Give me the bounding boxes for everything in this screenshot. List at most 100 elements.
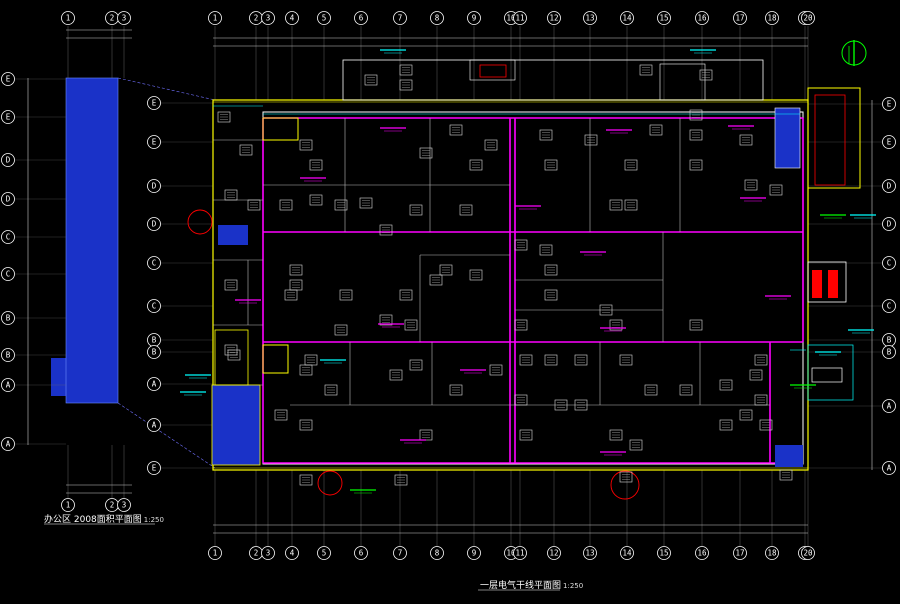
equipment-panel [469, 269, 483, 281]
svg-text:7: 7 [398, 14, 403, 23]
axis-bubble-left: B [1, 311, 15, 325]
svg-text:A: A [887, 402, 892, 411]
equipment-panel [584, 134, 598, 146]
axis-bubble-bottom: 7 [393, 546, 407, 560]
svg-text:E: E [6, 113, 11, 122]
axis-bubble-top: 12 [547, 11, 561, 25]
svg-text:B: B [6, 351, 11, 360]
equipment-panel [334, 199, 348, 211]
equipment-panel [429, 274, 443, 286]
axis-bubble-bottom: 9 [467, 546, 481, 560]
axis-bubble-right: B [882, 333, 896, 347]
equipment-panel [769, 184, 783, 196]
equipment-panel [539, 129, 553, 141]
equipment-panel [309, 159, 323, 171]
equipment-panel [639, 64, 653, 76]
axis-bubble-west: E [147, 461, 161, 475]
svg-text:10: 10 [506, 14, 516, 23]
svg-text:A: A [152, 380, 157, 389]
axis-bubble-bottom: 17 [733, 546, 747, 560]
equipment-panel [754, 354, 768, 366]
axis-bubble-bottom: 16 [695, 546, 709, 560]
svg-text:14: 14 [622, 14, 632, 23]
svg-text:5: 5 [322, 549, 327, 558]
axis-bubble-right: C [882, 256, 896, 270]
equipment-panel [324, 384, 338, 396]
equipment-panel [399, 64, 413, 76]
axis-bubble-left: E [1, 72, 15, 86]
equipment-panel [519, 429, 533, 441]
svg-text:D: D [887, 220, 892, 229]
axis-bubble-top: 1 [208, 11, 222, 25]
svg-text:9: 9 [472, 549, 477, 558]
equipment-panel [699, 69, 713, 81]
axis-bubble-top: 13 [583, 11, 597, 25]
svg-text:B: B [6, 314, 11, 323]
equipment-panel [379, 224, 393, 236]
north-arrow-icon [841, 40, 867, 66]
svg-text:B: B [887, 336, 892, 345]
equipment-panel [299, 474, 313, 486]
equipment-panel [544, 159, 558, 171]
svg-text:A: A [887, 464, 892, 473]
axis-bubble-top: 6 [354, 11, 368, 25]
svg-text:1: 1 [213, 14, 218, 23]
svg-text:11: 11 [515, 14, 524, 23]
axis-bubble-west: B [147, 345, 161, 359]
axis-bubble-right: A [882, 399, 896, 413]
axis-bubble-right: C [882, 299, 896, 313]
axis-bubble-right: E [882, 135, 896, 149]
svg-text:3: 3 [266, 14, 271, 23]
equipment-panel [739, 409, 753, 421]
equipment-panel [759, 419, 773, 431]
axis-bubble-top: 9 [467, 11, 481, 25]
equipment-symbols [217, 64, 793, 486]
svg-text:13: 13 [585, 14, 594, 23]
svg-text:1: 1 [66, 501, 71, 510]
detail-markers [187, 209, 640, 500]
svg-text:4: 4 [290, 549, 295, 558]
axis-bubble-right: D [882, 179, 896, 193]
equipment-panel [489, 364, 503, 376]
svg-text:18: 18 [767, 549, 777, 558]
svg-text:9: 9 [472, 14, 477, 23]
axis-bubble-left: A [1, 378, 15, 392]
axis-bubble-left: D [1, 192, 15, 206]
axis-bubble-top: 16 [695, 11, 709, 25]
equipment-panel [399, 79, 413, 91]
equipment-panel [689, 109, 703, 121]
equipment-panel [719, 379, 733, 391]
axis-bubble-top: 20 [801, 11, 815, 25]
axis-bubble-bottom: 2 [249, 546, 263, 560]
svg-text:C: C [152, 302, 157, 311]
equipment-panel [239, 144, 253, 156]
equipment-panel [544, 289, 558, 301]
east-annex [479, 64, 861, 401]
axis-bubble-left: E [1, 110, 15, 124]
svg-text:C: C [887, 259, 892, 268]
axis-bubble-west: E [147, 135, 161, 149]
svg-text:5: 5 [322, 14, 327, 23]
svg-text:4: 4 [290, 14, 295, 23]
svg-text:A: A [6, 381, 11, 390]
svg-text:C: C [6, 270, 11, 279]
axis-bubble-left: C [1, 230, 15, 244]
equipment-panel [719, 419, 733, 431]
equipment-panel [649, 124, 663, 136]
svg-text:E: E [887, 100, 892, 109]
axis-bubble-bottom: 4 [285, 546, 299, 560]
svg-text:20: 20 [803, 14, 813, 23]
svg-text:C: C [152, 259, 157, 268]
office-title: 办公区 2008面积平面图 [44, 515, 142, 525]
equipment-panel [299, 364, 313, 376]
axis-bubble-top: 11 [513, 11, 527, 25]
axis-bubble-right: E [882, 97, 896, 111]
svg-text:12: 12 [549, 549, 558, 558]
svg-text:2: 2 [110, 501, 115, 510]
office-axis-bubble-bottom: 2 [105, 498, 119, 512]
svg-text:A: A [6, 440, 11, 449]
axis-bubble-right: B [882, 345, 896, 359]
equipment-panel [574, 399, 588, 411]
